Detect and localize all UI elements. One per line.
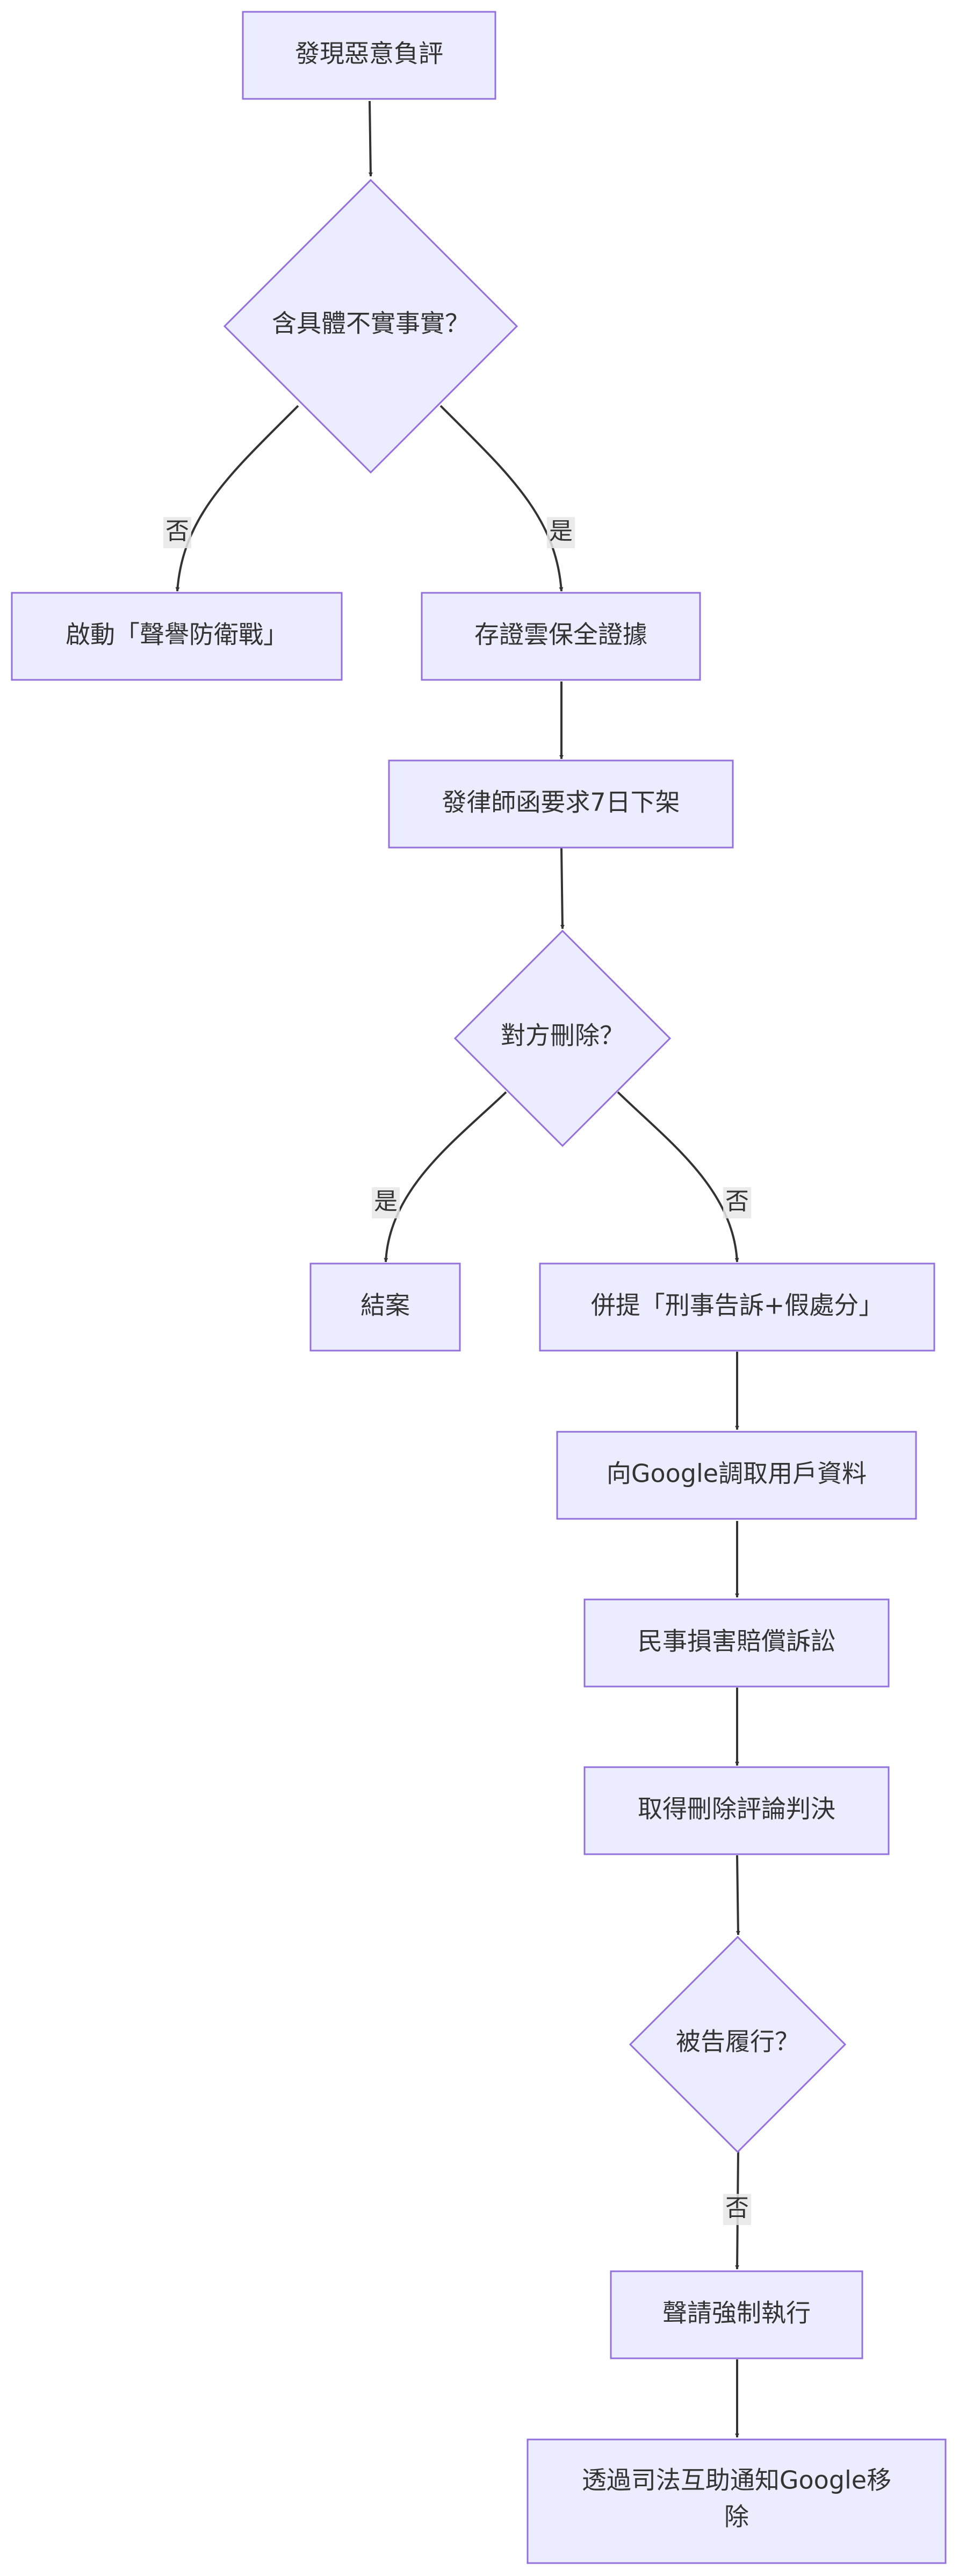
node-judgment[interactable]: 取得刪除評論判決 bbox=[583, 1766, 890, 1855]
node-reputation-defense[interactable]: 啟動「聲譽防衛戰」 bbox=[11, 592, 343, 681]
edge-delete-no-to-criminal bbox=[617, 1091, 739, 1262]
node-notify-google-label-line1: 透過司法互助通知Google移 bbox=[582, 2466, 891, 2495]
node-compulsory-enforcement-label: 聲請強制執行 bbox=[662, 2299, 811, 2328]
node-judgment-label: 取得刪除評論判決 bbox=[638, 1795, 835, 1824]
edge-delete-yes-to-close-case bbox=[384, 1091, 507, 1262]
decision-defendant-complies[interactable]: 被告履行？ bbox=[629, 1935, 847, 2154]
edge-labels: 否 是 是 否 否 bbox=[163, 517, 751, 2225]
node-compulsory-enforcement[interactable]: 聲請強制執行 bbox=[610, 2270, 863, 2359]
edge-label-delete-no: 否 bbox=[725, 1188, 749, 1215]
edge-label-fact-yes: 是 bbox=[549, 518, 573, 545]
edge-judgment-to-decision-comply bbox=[736, 1855, 740, 1935]
edges bbox=[175, 101, 740, 2438]
node-civil-suit[interactable]: 民事損害賠償訴訟 bbox=[583, 1598, 890, 1688]
edge-label-fact-no: 否 bbox=[165, 518, 189, 545]
node-preserve-evidence-label: 存證雲保全證據 bbox=[474, 620, 647, 649]
node-notify-google[interactable]: 透過司法互助通知Google移 除 bbox=[527, 2438, 947, 2564]
edge-label-comply-no: 否 bbox=[725, 2194, 749, 2222]
node-notify-google-label-line2: 除 bbox=[724, 2502, 749, 2531]
decision-contains-false-facts[interactable]: 含具體不實事實？ bbox=[223, 178, 518, 474]
node-start[interactable]: 發現惡意負評 bbox=[242, 11, 496, 100]
edge-fact-yes-to-evidence bbox=[439, 405, 564, 592]
edge-label-delete-yes: 是 bbox=[374, 1188, 398, 1215]
node-google-user-data-label: 向Google調取用戶資料 bbox=[607, 1459, 867, 1488]
decision-contains-false-facts-label: 含具體不實事實？ bbox=[272, 309, 470, 338]
decision-other-party-deletes[interactable]: 對方刪除？ bbox=[453, 929, 672, 1147]
node-criminal-complaint[interactable]: 併提「刑事告訴+假處分」 bbox=[539, 1262, 935, 1352]
edge-fact-no-to-defense bbox=[175, 405, 299, 592]
node-civil-suit-label: 民事損害賠償訴訟 bbox=[638, 1627, 835, 1656]
decision-defendant-complies-label: 被告履行？ bbox=[676, 2027, 799, 2056]
edge-start-to-decision-fact bbox=[368, 101, 373, 177]
node-google-user-data[interactable]: 向Google調取用戶資料 bbox=[556, 1431, 917, 1520]
nodes: 發現惡意負評 含具體不實事實？ 啟動「聲譽防衛戰」 存證雲保全證據 發律師函要求… bbox=[11, 11, 947, 2564]
decision-other-party-deletes-label: 對方刪除？ bbox=[501, 1021, 624, 1050]
node-lawyer-letter-label: 發律師函要求7日下架 bbox=[442, 788, 680, 817]
node-lawyer-letter[interactable]: 發律師函要求7日下架 bbox=[388, 759, 734, 849]
node-preserve-evidence[interactable]: 存證雲保全證據 bbox=[421, 592, 701, 681]
node-start-label: 發現惡意負評 bbox=[295, 39, 443, 68]
node-close-case[interactable]: 結案 bbox=[309, 1262, 461, 1352]
edge-lawyer-letter-to-decision-delete bbox=[560, 848, 565, 929]
node-close-case-label: 結案 bbox=[360, 1291, 410, 1320]
node-reputation-defense-label: 啟動「聲譽防衛戰」 bbox=[66, 620, 288, 649]
node-criminal-complaint-label: 併提「刑事告訴+假處分」 bbox=[591, 1291, 884, 1320]
